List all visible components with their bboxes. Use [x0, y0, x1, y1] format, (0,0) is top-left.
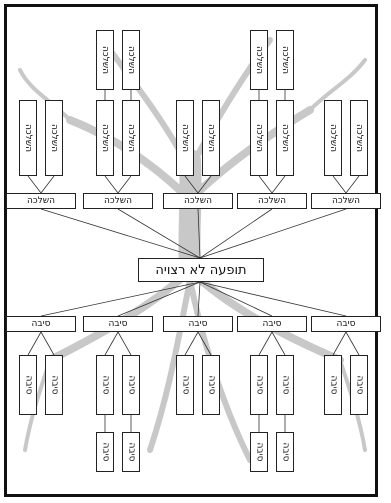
connector-line: [332, 175, 347, 194]
sub-effect-box: השלכה: [202, 100, 220, 176]
sub-sub-effect-box: השלכה: [122, 30, 140, 90]
sub-cause-box: סיבה: [350, 355, 368, 415]
connector-line: [40, 281, 201, 317]
connector-line: [271, 331, 286, 356]
connector-line: [40, 208, 201, 259]
sub-effect-box: השלכה: [45, 100, 63, 176]
connector-line: [27, 331, 42, 356]
cause-box: סיבה: [6, 316, 76, 332]
tree-branch: [308, 58, 367, 112]
sub-sub-effect-box: השלכה: [250, 30, 268, 90]
connector-line: [184, 331, 199, 356]
sub-cause-box: סיבה: [324, 355, 342, 415]
connector-line: [117, 175, 132, 194]
cause-box: סיבה: [83, 316, 153, 332]
connector-line: [117, 281, 201, 317]
sub-effect-box: השלכה: [350, 100, 368, 176]
effect-box: השלכה: [311, 193, 381, 209]
sub-effect-box: השלכה: [276, 100, 294, 176]
connector-line: [199, 281, 347, 317]
connector-line: [345, 175, 360, 194]
sub-sub-cause-box: סיבה: [250, 432, 268, 472]
sub-sub-cause-box: סיבה: [276, 432, 294, 472]
connector-line: [117, 208, 201, 259]
connector-line: [117, 331, 132, 356]
connector-line: [258, 331, 273, 356]
connector-line: [271, 175, 286, 194]
connector-line: [199, 208, 347, 259]
connector-line: [197, 208, 201, 259]
connector-line: [197, 281, 201, 317]
sub-sub-effect-box: השלכה: [276, 30, 294, 90]
sub-cause-box: סיבה: [19, 355, 37, 415]
effect-box: השלכה: [237, 193, 307, 209]
sub-effect-box: השלכה: [324, 100, 342, 176]
connector-line: [104, 331, 119, 356]
sub-effect-box: השלכה: [122, 100, 140, 176]
connector-line: [27, 175, 42, 194]
sub-cause-box: סיבה: [276, 355, 294, 415]
sub-cause-box: סיבה: [250, 355, 268, 415]
sub-effect-box: השלכה: [19, 100, 37, 176]
connector-line: [332, 331, 347, 356]
connector-line: [104, 175, 119, 194]
connector-line: [258, 175, 273, 194]
sub-effect-box: השלכה: [250, 100, 268, 176]
central-problem-box: תופעה לא רצויה: [138, 258, 264, 282]
connector-line: [184, 175, 199, 194]
tree-branch: [147, 277, 193, 453]
connector-line: [345, 331, 360, 356]
sub-cause-box: סיבה: [122, 355, 140, 415]
cause-box: סיבה: [311, 316, 381, 332]
connector-line: [199, 281, 273, 317]
sub-cause-box: סיבה: [96, 355, 114, 415]
connector-line: [40, 331, 55, 356]
connector-line: [197, 331, 212, 356]
connector-line: [40, 175, 55, 194]
effect-box: השלכה: [6, 193, 76, 209]
sub-cause-box: סיבה: [202, 355, 220, 415]
tree-branch: [18, 68, 72, 122]
connector-line: [199, 208, 273, 259]
sub-sub-effect-box: השלכה: [96, 30, 114, 90]
effect-box: השלכה: [83, 193, 153, 209]
sub-sub-cause-box: סיבה: [122, 432, 140, 472]
sub-cause-box: סיבה: [176, 355, 194, 415]
effect-box: השלכה: [163, 193, 233, 209]
sub-sub-cause-box: סיבה: [96, 432, 114, 472]
sub-effect-box: השלכה: [96, 100, 114, 176]
connector-line: [197, 175, 212, 194]
sub-cause-box: סיבה: [45, 355, 63, 415]
sub-effect-box: השלכה: [176, 100, 194, 176]
cause-box: סיבה: [163, 316, 233, 332]
cause-box: סיבה: [237, 316, 307, 332]
